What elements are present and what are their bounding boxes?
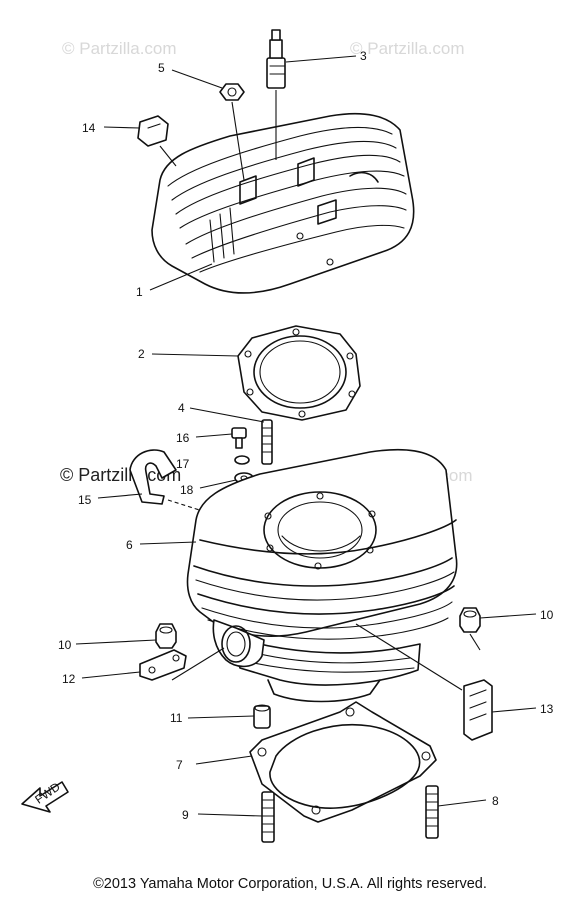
head-gasket	[237, 325, 361, 421]
stud-8	[425, 785, 439, 839]
callout-5: 5	[158, 61, 165, 75]
spark-plug	[266, 29, 286, 89]
callout-8: 8	[492, 794, 499, 808]
forward-arrow-icon: FWD	[21, 779, 69, 813]
stud-9	[261, 791, 275, 843]
callout-7: 7	[176, 758, 183, 772]
copyright-footer: ©2013 Yamaha Motor Corporation, U.S.A. A…	[93, 876, 487, 892]
callout-1: 1	[136, 285, 143, 299]
stud-4	[261, 419, 273, 465]
callout-14: 14	[82, 121, 96, 135]
callout-16: 16	[176, 431, 190, 445]
callout-13: 13	[540, 702, 554, 716]
callout-10-left: 10	[58, 638, 72, 652]
cap-14	[137, 115, 169, 147]
callout-17: 17	[176, 457, 190, 471]
bolt-16	[231, 427, 247, 449]
callout-9: 9	[182, 808, 189, 822]
cylinder	[186, 449, 458, 703]
watermark-top-left: © Partzilla.com	[62, 39, 177, 58]
callout-10-right: 10	[540, 608, 554, 622]
watermark-top-right: © Partzilla.com	[350, 39, 465, 58]
base-gasket	[249, 701, 437, 823]
dowel-11	[253, 704, 271, 729]
damper-13	[463, 679, 493, 741]
plate-12	[139, 649, 187, 681]
washer-17	[234, 455, 250, 465]
watermark-mid-left: © Partzilla.com	[60, 465, 181, 485]
callout-2: 2	[138, 347, 145, 361]
callout-18: 18	[180, 483, 194, 497]
callout-12: 12	[62, 672, 76, 686]
callout-11: 11	[170, 711, 183, 725]
callout-4: 4	[178, 401, 185, 415]
cylinder-head	[151, 112, 415, 294]
callout-3: 3	[360, 49, 367, 63]
bracket-15	[129, 449, 177, 505]
nut-10-left	[155, 623, 177, 649]
callout-15: 15	[78, 493, 92, 507]
callout-6: 6	[126, 538, 133, 552]
nut-10-right	[459, 607, 481, 633]
nut-5	[219, 83, 245, 101]
